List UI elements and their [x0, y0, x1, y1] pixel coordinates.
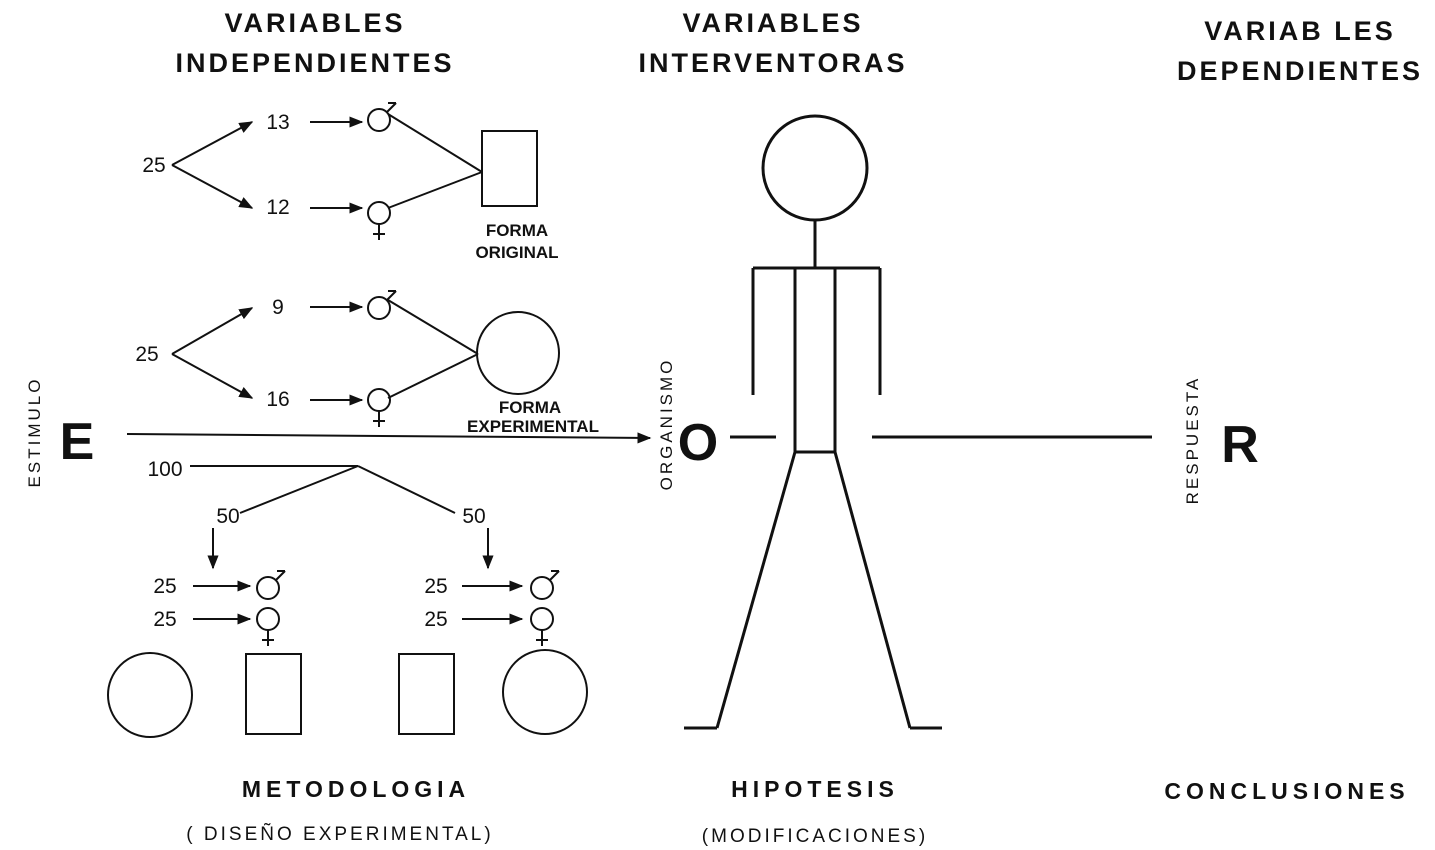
original-male-connector — [387, 113, 483, 173]
stimulus-label: ESTIMULO — [25, 377, 44, 488]
right-circle-form — [502, 649, 588, 735]
right-rectangle-form — [398, 653, 455, 735]
original-female-branch-arrow — [171, 164, 254, 209]
experimental-form-group: 25 9 16 FORMA EXPERIMENTAL — [135, 290, 599, 436]
left-circle-form — [107, 652, 193, 738]
experimental-male-branch-arrow — [171, 307, 254, 355]
intervening-variables-header-line2: INTERVENTORAS — [638, 48, 907, 78]
right-male-count: 25 — [424, 575, 447, 598]
original-male-count: 13 — [266, 111, 289, 134]
left-male-count: 25 — [153, 575, 176, 598]
split-left-half: 50 — [216, 505, 239, 528]
sample-split-group: 100 50 50 25 25 25 25 — [107, 458, 588, 738]
female-symbol-icon — [530, 607, 554, 647]
experimental-male-count: 9 — [272, 296, 284, 319]
intervening-variables-header-line1: VARIABLES — [682, 8, 863, 38]
original-form-label-line2: ORIGINAL — [475, 243, 558, 262]
conclusions-label: CONCLUSIONES — [1164, 778, 1409, 804]
split-right-half: 50 — [462, 505, 485, 528]
organism-label: ORGANISMO — [657, 358, 676, 491]
response-label: RESPUESTA — [1183, 376, 1202, 505]
dependent-variables-header-line1: VARIAB LES — [1204, 16, 1396, 46]
original-form-rectangle — [481, 130, 538, 207]
female-symbol-icon — [256, 607, 280, 647]
male-symbol-icon — [367, 290, 397, 320]
methodology-label: METODOLOGIA — [242, 776, 470, 802]
stimulus-to-organism-arrow — [126, 432, 652, 444]
experimental-female-count: 16 — [266, 388, 289, 411]
human-figure-icon — [684, 114, 942, 730]
original-female-count: 12 — [266, 196, 289, 219]
female-symbol-icon — [367, 388, 391, 428]
experimental-female-connector — [387, 353, 479, 399]
original-form-label-line1: FORMA — [486, 221, 548, 240]
experimental-form-label-line1: FORMA — [499, 398, 561, 417]
original-male-branch-arrow — [171, 121, 254, 166]
right-female-count: 25 — [424, 608, 447, 631]
original-female-connector — [387, 171, 483, 209]
male-symbol-icon — [530, 570, 560, 600]
female-symbol-icon — [367, 201, 391, 241]
original-total-label: 25 — [142, 154, 165, 177]
experimental-female-branch-arrow — [171, 353, 254, 399]
methodology-sublabel: ( DISEÑO EXPERIMENTAL) — [186, 823, 493, 845]
independent-variables-header-line2: INDEPENDIENTES — [175, 48, 454, 78]
experimental-male-connector — [387, 299, 479, 355]
split-total-label: 100 — [147, 458, 182, 481]
dependent-variables-header-line2: DEPENDIENTES — [1177, 56, 1423, 86]
experimental-form-label-line2: EXPERIMENTAL — [467, 417, 599, 436]
experimental-form-circle — [476, 311, 560, 395]
original-form-group: 25 13 12 FORMA ORIGINAL — [142, 102, 559, 262]
left-female-count: 25 — [153, 608, 176, 631]
experimental-total-label: 25 — [135, 343, 158, 366]
stimulus-letter: E — [60, 413, 95, 471]
independent-variables-header-line1: VARIABLES — [224, 8, 405, 38]
hypothesis-label: HIPOTESIS — [731, 776, 899, 802]
response-letter: R — [1221, 416, 1259, 474]
male-symbol-icon — [256, 570, 286, 600]
left-rectangle-form — [245, 653, 302, 735]
organism-letter: O — [678, 414, 718, 472]
hypothesis-sublabel: (MODIFICACIONES) — [702, 826, 928, 847]
